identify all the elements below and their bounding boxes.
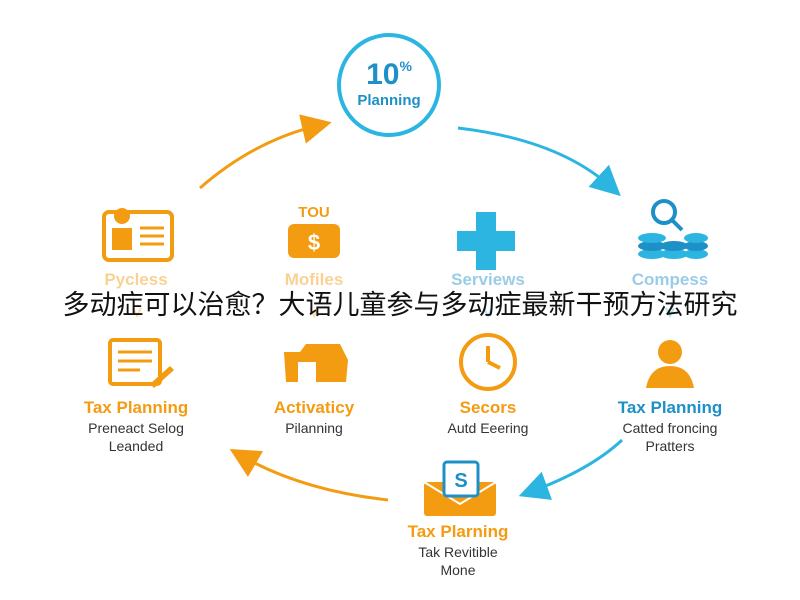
node-secors: Secors Autd Eeering	[398, 390, 578, 436]
dollar-bag-icon-text: TOU	[298, 204, 329, 221]
node-subtitle: Autd Eeering	[447, 420, 529, 436]
arrow-right-to-bottom	[518, 438, 624, 500]
node-subtitle: Leanded	[108, 438, 164, 454]
node-title: Secors	[459, 398, 517, 417]
node-subtitle: Preneact Selog	[88, 420, 184, 436]
arrow-left-to-top	[199, 114, 332, 190]
folder-icon	[284, 344, 348, 382]
node-title: Compess	[631, 270, 709, 289]
percent-value: 10%	[366, 58, 412, 91]
certificate-icon	[102, 208, 174, 262]
overlay-title: 多动症可以治愈？大语儿童参与多动症最新干预方法研究	[62, 290, 738, 321]
node-subtitle: Pilanning	[285, 420, 343, 436]
node-title: Activaticy	[273, 398, 355, 417]
coins-search-icon	[638, 199, 708, 259]
envelope-dollar-icon-text: S	[454, 470, 467, 492]
node-title: Mofiles	[284, 270, 344, 289]
planning-circle	[337, 33, 441, 137]
node-tax-planning-left: Tax Planning Preneact Selog Leanded	[46, 390, 226, 454]
row-connectors	[132, 307, 675, 319]
planning-word: Planning	[357, 92, 421, 109]
node-tax-planning-right: Tax Planning Catted froncing Pratters	[580, 390, 760, 454]
node-serviews: Serviews	[398, 262, 578, 290]
plus-icon	[457, 212, 515, 270]
node-activaticy: Activaticy Pilanning	[224, 390, 404, 436]
document-pen-icon	[108, 338, 174, 388]
dollar-bag-icon: $ TOU	[288, 204, 340, 258]
node-subtitle: Pratters	[645, 438, 695, 454]
node-subtitle: Mone	[440, 562, 476, 578]
node-subtitle: Tak Revitible	[418, 544, 498, 560]
node-compess: Compess	[580, 262, 760, 290]
clock-icon	[459, 333, 517, 391]
node-pycless: Pycless	[46, 262, 226, 290]
node-title: Tax Planning	[617, 398, 723, 417]
arrow-top-to-right	[457, 126, 621, 197]
person-icon	[646, 340, 694, 388]
planning-circle-label: 10% Planning	[329, 58, 449, 109]
node-title: Serviews	[451, 270, 525, 289]
node-title: Pycless	[104, 270, 168, 289]
node-title: Tax Plarning	[407, 522, 509, 541]
arrow-bottom-to-left	[229, 448, 389, 502]
node-tax-plarning-bottom: Tax Plarning Tak Revitible Mone	[368, 514, 548, 578]
svg-text:$: $	[308, 230, 320, 255]
node-mofiles: Mofiles	[224, 262, 404, 290]
node-title: Tax Planning	[83, 398, 189, 417]
node-subtitle: Catted froncing	[622, 420, 718, 436]
envelope-dollar-icon: S	[423, 460, 497, 516]
